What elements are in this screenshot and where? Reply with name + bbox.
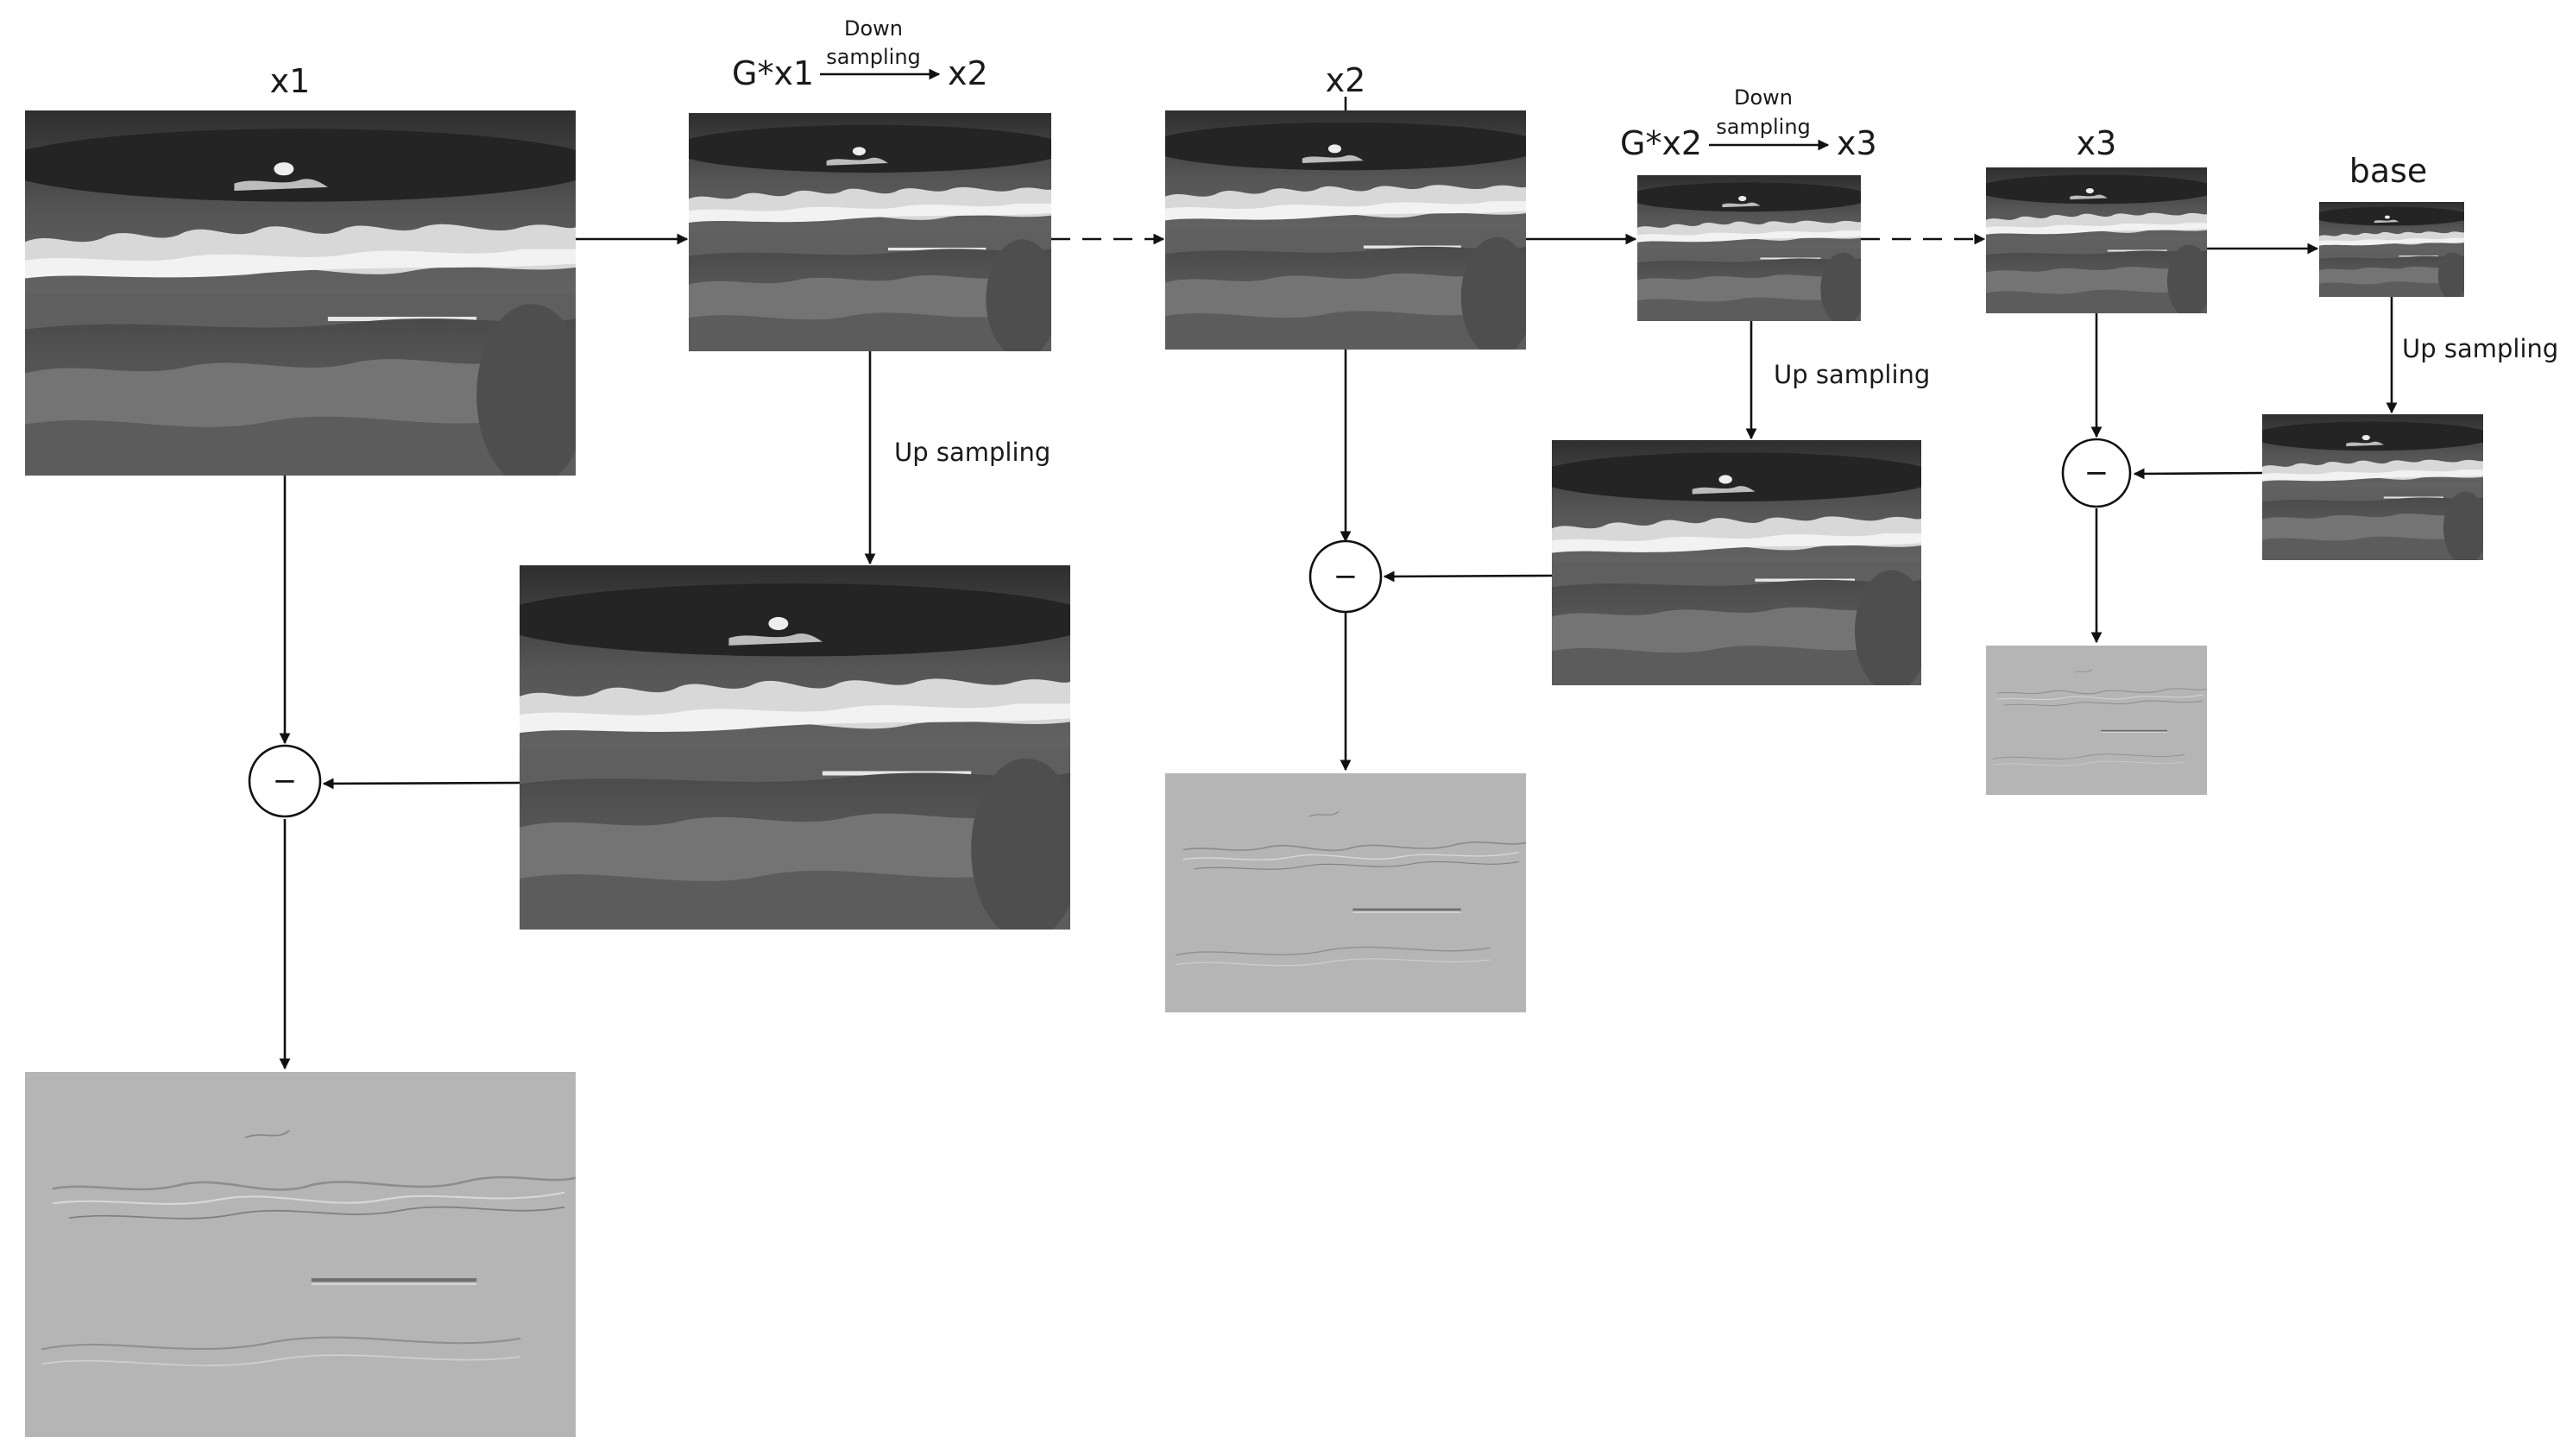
image-g-x1 — [689, 113, 1051, 351]
label-down-sampling-2b: sampling — [1716, 115, 1811, 139]
image-x3 — [1986, 167, 2207, 313]
label-down-sampling-1b: sampling — [826, 45, 921, 69]
image-residual-3 — [1986, 646, 2207, 795]
subtract-node-1-sign: − — [273, 764, 298, 798]
image-residual-2 — [1165, 773, 1526, 1012]
subtract-node-2 — [1308, 539, 1383, 614]
label-x3: x3 — [2077, 124, 2117, 162]
image-x2-upsampled — [1552, 440, 1921, 685]
image-base — [2319, 202, 2464, 297]
image-x1-upsampled — [520, 565, 1070, 930]
image-x1 — [25, 110, 576, 476]
label-x3-output: x3 — [1837, 124, 1877, 162]
label-down-sampling-2: Down — [1734, 85, 1793, 110]
label-x2: x2 — [1326, 61, 1366, 99]
subtract-node-3-sign: − — [2084, 456, 2109, 490]
label-base: base — [2349, 152, 2428, 190]
image-base-upsampled — [2262, 414, 2483, 560]
arrow-upsampled-to-subtract-1 — [322, 778, 520, 790]
image-g-x2 — [1637, 175, 1861, 321]
label-up-sampling-3: Up sampling — [2402, 334, 2558, 363]
image-residual-1 — [25, 1072, 576, 1437]
label-x2-output: x2 — [948, 54, 988, 92]
label-x1: x1 — [270, 62, 311, 100]
subtract-node-3 — [2061, 438, 2132, 508]
label-g-x2: G*x2 — [1620, 124, 1702, 162]
label-up-sampling-2: Up sampling — [1774, 360, 1930, 389]
label-g-x1: G*x1 — [732, 54, 814, 92]
label-up-sampling-1: Up sampling — [894, 438, 1050, 467]
arrow-upsampled-to-subtract-2 — [1383, 570, 1553, 583]
arrow-upsampled-to-subtract-3 — [2133, 468, 2263, 480]
label-down-sampling-1: Down — [844, 16, 903, 41]
subtract-node-1 — [248, 744, 322, 818]
subtract-node-2-sign: − — [1333, 559, 1359, 594]
image-x2 — [1165, 110, 1526, 350]
